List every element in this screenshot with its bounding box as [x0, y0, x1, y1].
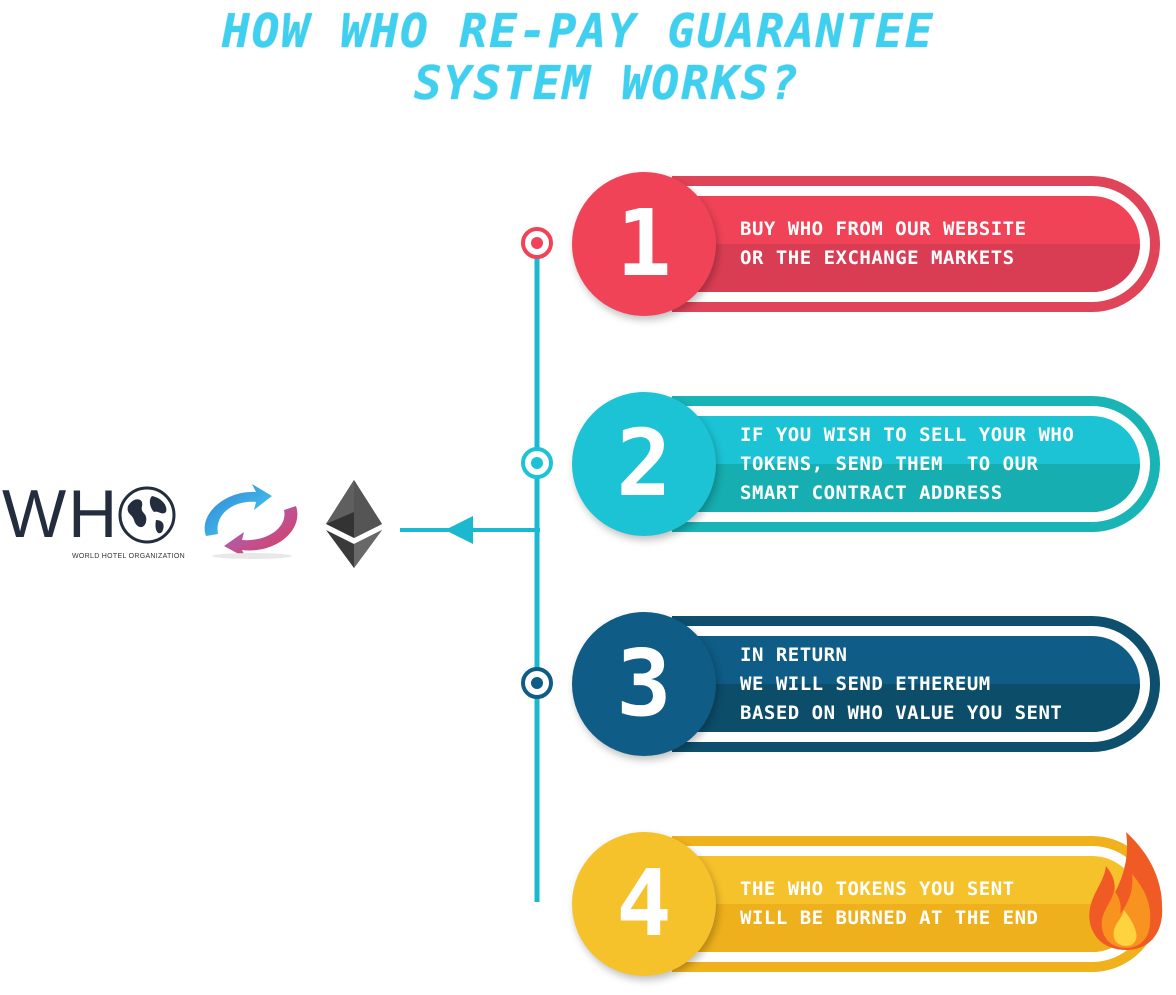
step-3-circle: 3	[572, 612, 716, 756]
step-4-line-1: THE WHO TOKENS YOU SENT	[740, 878, 1015, 900]
page-title-line-1: HOW WHO RE-PAY GUARANTEE	[222, 4, 935, 58]
timeline-node-1	[521, 227, 553, 259]
step-2-line-1: IF YOU WISH TO SELL YOUR WHO	[740, 423, 1075, 446]
arrow-left-icon	[445, 516, 473, 544]
step-3: 3 IN RETURN WE WILL SEND ETHEREUM BASED …	[572, 612, 1172, 756]
step-1: 1 BUY WHO FROM OUR WEBSITE OR THE EXCHAN…	[572, 172, 1172, 316]
step-4-circle: 4	[572, 832, 716, 976]
step-1-circle: 1	[572, 172, 716, 316]
step-2-number: 2	[616, 410, 672, 517]
exchange-arrows-icon	[204, 484, 298, 559]
step-3-text: IN RETURN WE WILL SEND ETHEREUM BASED ON…	[740, 636, 1140, 732]
step-1-text: BUY WHO FROM OUR WEBSITE OR THE EXCHANGE…	[740, 196, 1140, 292]
step-4-text: THE WHO TOKENS YOU SENT WILL BE BURNED A…	[740, 856, 1140, 952]
step-3-line-2: WE WILL SEND ETHEREUM	[740, 672, 991, 695]
step-1-line-1: BUY WHO FROM OUR WEBSITE	[740, 218, 1027, 240]
step-4-number: 4	[616, 850, 672, 957]
step-1-band-inner	[672, 196, 1140, 292]
step-2: 2 IF YOU WISH TO SELL YOUR WHO TOKENS, S…	[572, 392, 1172, 536]
step-2-band-inner	[672, 416, 1140, 512]
step-3-number: 3	[616, 630, 672, 737]
step-3-line-1: IN RETURN	[740, 643, 848, 666]
fire-icon	[1089, 832, 1163, 950]
step-3-band-inner	[672, 636, 1140, 732]
timeline-node-3	[521, 667, 553, 699]
step-2-line-3: SMART CONTRACT ADDRESS	[740, 481, 1003, 504]
step-2-text: IF YOU WISH TO SELL YOUR WHO TOKENS, SEN…	[740, 416, 1140, 512]
timeline-node-2	[521, 447, 553, 479]
step-1-number: 1	[616, 190, 672, 297]
step-4-band-inner	[672, 856, 1140, 952]
globe-icon	[118, 486, 176, 544]
step-2-circle: 2	[572, 392, 716, 536]
page-title-line-2: SYSTEM WORKS?	[414, 56, 801, 110]
who-logo-subtitle: WORLD HOTEL ORGANIZATION	[72, 553, 185, 560]
step-3-line-3: BASED ON WHO VALUE YOU SENT	[740, 701, 1063, 724]
ethereum-icon	[326, 480, 382, 568]
step-1-line-2: OR THE EXCHANGE MARKETS	[740, 247, 1015, 269]
step-4: 4 THE WHO TOKENS YOU SENT WILL BE BURNED…	[572, 832, 1172, 976]
step-2-line-2: TOKENS, SEND THEM TO OUR	[740, 452, 1039, 475]
step-4-line-2: WILL BE BURNED AT THE END	[740, 907, 1039, 929]
